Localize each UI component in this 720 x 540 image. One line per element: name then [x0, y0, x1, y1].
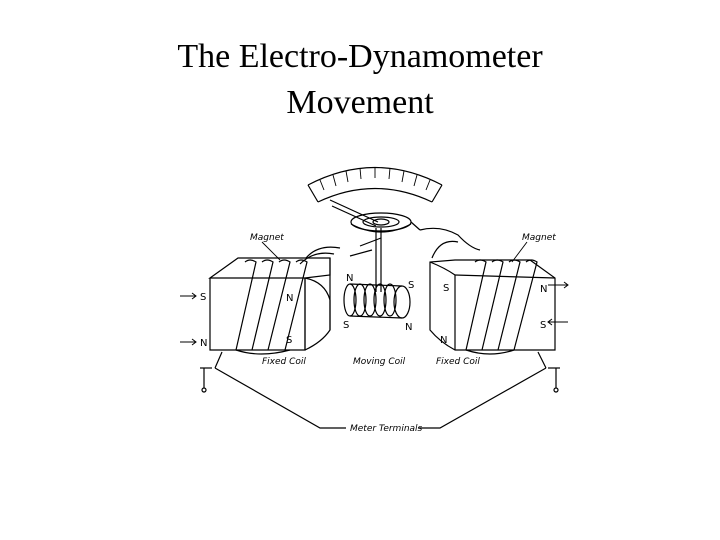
label-fixed-coil-right: Fixed Coil [436, 357, 480, 367]
label-fixed-coil-left: Fixed Coil [262, 357, 306, 367]
right-fixed-coil [465, 259, 538, 355]
flux-arrows [180, 281, 569, 346]
moving-coil [343, 283, 411, 319]
spindle [349, 228, 382, 292]
spring-assembly [350, 212, 421, 233]
left-magnet [208, 257, 331, 351]
pole-left-block-n: N [200, 338, 207, 349]
label-moving-coil: Moving Coil [353, 357, 406, 367]
meter-terminals [200, 351, 560, 429]
pole-left-block-s: S [200, 292, 206, 303]
label-magnet-left: Magnet [250, 233, 284, 243]
pole-moving-coil-n: N [405, 322, 412, 333]
pole-right-gap-s: S [408, 280, 414, 291]
label-meter-terminals: Meter Terminals [350, 424, 423, 434]
left-fixed-coil [235, 246, 341, 355]
pole-left-inner-s: S [286, 335, 292, 346]
pole-right-inner-s: S [443, 283, 449, 294]
title-line-1: The Electro-Dynamometer [177, 38, 543, 75]
pole-right-block-s: S [540, 320, 546, 331]
pole-right-block-n: N [540, 284, 547, 295]
pole-right-inner-n: N [440, 335, 447, 346]
slide-title: The Electro-Dynamometer Movement [0, 34, 720, 126]
right-magnet [419, 227, 556, 351]
pole-left-gap-n: N [346, 273, 353, 284]
pole-left-inner-n: N [286, 293, 293, 304]
pole-moving-coil-s: S [343, 320, 349, 331]
title-line-2: Movement [286, 84, 434, 121]
meter-scale [307, 167, 443, 203]
label-magnet-right: Magnet [522, 233, 556, 243]
